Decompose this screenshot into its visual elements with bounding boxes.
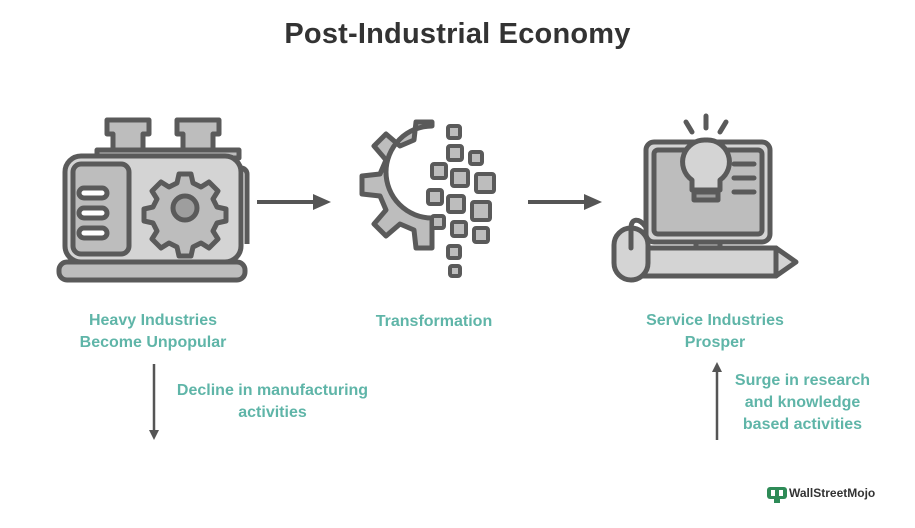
decline-note: Decline in manufacturing activities [165,380,380,424]
stage-label-line: Service Industries [646,312,784,329]
stage-label-line: Heavy Industries [88,312,218,329]
brand-name: WallStreetMojo [789,486,876,500]
note-line: and knowledge [744,394,861,411]
note-line: activities [238,404,307,421]
factory-machine-icon [56,117,250,283]
stage-label-line: Transformation [375,313,493,330]
note-line: based activities [742,416,863,433]
stage-label-line: Become Unpopular [79,334,227,351]
surge-up-arrow [712,362,722,440]
note-line: Surge in research [734,372,871,389]
diagram-title: Post-Industrial Economy [284,18,631,50]
gear-digital-icon [359,119,496,278]
stage-label-heavy-industries: Heavy Industries Become Unpopular [53,310,253,354]
wallstreetmojo-logo-icon [767,487,787,503]
computer-idea-icon [611,113,799,283]
flow-arrow-2 [528,194,602,210]
stage-label-transformation: Transformation [334,311,534,333]
flow-arrow-1 [257,194,331,210]
decline-down-arrow [149,364,159,440]
surge-note: Surge in research and knowledge based ac… [725,370,880,436]
note-line: Decline in manufacturing [176,382,369,399]
stage-label-service-industries: Service Industries Prosper [615,310,815,354]
stage-label-line: Prosper [684,334,746,351]
